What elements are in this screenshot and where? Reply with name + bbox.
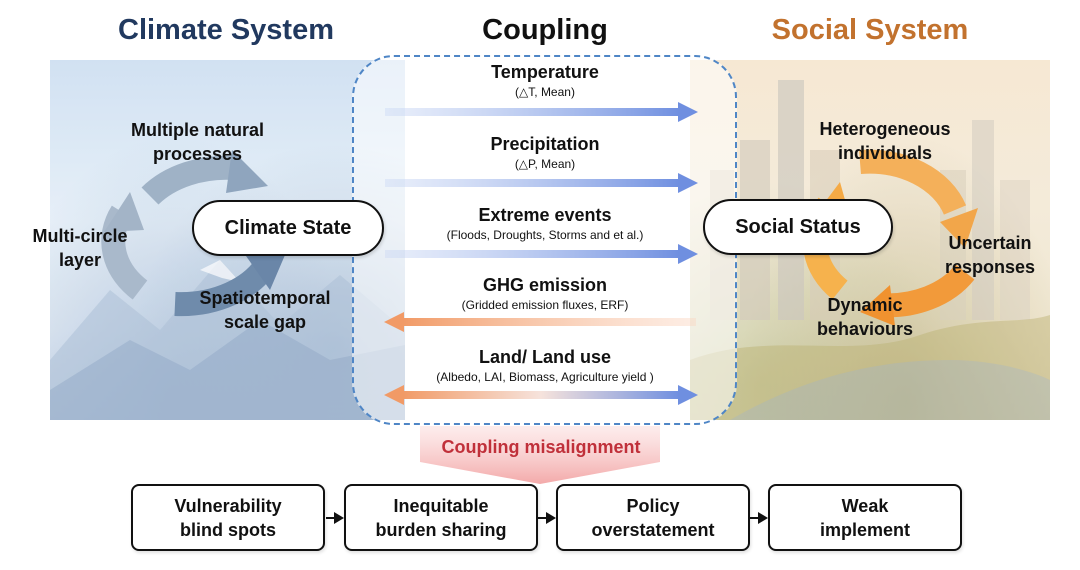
climate-state-node: Climate State [192, 200, 384, 256]
label-line: responses [944, 257, 1036, 277]
extreme-events-arrow [385, 244, 698, 264]
climate-cycle-icon [101, 150, 285, 317]
outcome-line: Vulnerability [174, 495, 282, 516]
label-dynamic-behaviours: Dynamic behaviours [795, 293, 935, 341]
label-line: Spatiotemporal [199, 288, 331, 308]
climate-background-image [50, 60, 405, 420]
outcome-line: Policy [626, 495, 680, 516]
outcome-line: implement [819, 519, 911, 540]
land-use-arrow [384, 385, 698, 405]
coupling-var-precipitation-detail: (△P, Mean) [514, 157, 576, 171]
outcome-line: overstatement [591, 519, 715, 540]
label-line: processes [152, 144, 243, 164]
outcome-inequitable-burden-sharing: Inequitable burden sharing [344, 484, 538, 551]
coupling-var-land-use-detail: (Albedo, LAI, Biomass, Agriculture yield… [436, 370, 654, 384]
coupling-var-ghg-emission: GHG emission [482, 275, 608, 295]
outcome-connector-2 [538, 512, 556, 524]
outcome-line: Inequitable [393, 495, 489, 516]
coupling-box [352, 55, 737, 425]
label-line: Multiple natural [130, 120, 264, 140]
outcome-vulnerability-blind-spots: Vulnerability blind spots [131, 484, 325, 551]
coupling-var-land-use: Land/ Land use [478, 347, 611, 367]
coupling-misalignment-label: Coupling misalignment [441, 437, 641, 457]
coupling-var-ghg-emission-detail: (Gridded emission fluxes, ERF) [461, 298, 629, 312]
label-uncertain-responses: Uncertain responses [935, 231, 1045, 279]
label-spatiotemporal-scale-gap: Spatiotemporal scale gap [180, 286, 350, 334]
precipitation-arrow [385, 173, 698, 193]
label-multi-circle-layer: Multi-circle layer [30, 224, 130, 272]
outcome-line: blind spots [179, 519, 276, 540]
label-multiple-natural-processes: Multiple natural processes [100, 118, 295, 166]
coupling-var-precipitation: Precipitation [490, 134, 600, 154]
outcome-connector-3 [750, 512, 768, 524]
social-status-node: Social Status [703, 199, 893, 255]
social-system-title: Social System [771, 14, 969, 46]
mountain-illustration [50, 260, 405, 420]
temperature-arrow [385, 102, 698, 122]
label-heterogeneous-individuals: Heterogeneous individuals [800, 117, 970, 165]
label-line: behaviours [816, 319, 914, 339]
label-line: Heterogeneous [819, 119, 951, 139]
outcome-line: burden sharing [375, 519, 507, 540]
label-line: Multi-circle [32, 226, 128, 246]
coupling-var-extreme-events: Extreme events [478, 205, 612, 225]
label-line: scale gap [223, 312, 307, 332]
outcome-line: Weak [841, 495, 889, 516]
label-line: individuals [837, 143, 933, 163]
label-line: Uncertain [948, 233, 1032, 253]
coupling-var-extreme-events-detail: (Floods, Droughts, Storms and et al.) [446, 228, 644, 242]
coupling-var-temperature: Temperature [491, 62, 599, 82]
coupling-title: Coupling [482, 14, 608, 46]
ghg-emission-arrow [384, 312, 696, 332]
coupling-var-temperature-detail: (△T, Mean) [515, 85, 575, 99]
label-line: layer [58, 250, 102, 270]
outcome-connector-1 [326, 512, 344, 524]
outcome-policy-overstatement: Policy overstatement [556, 484, 750, 551]
misalignment-funnel [420, 426, 660, 484]
label-line: Dynamic [827, 295, 903, 315]
outcome-weak-implement: Weak implement [768, 484, 962, 551]
climate-system-title: Climate System [118, 14, 334, 46]
